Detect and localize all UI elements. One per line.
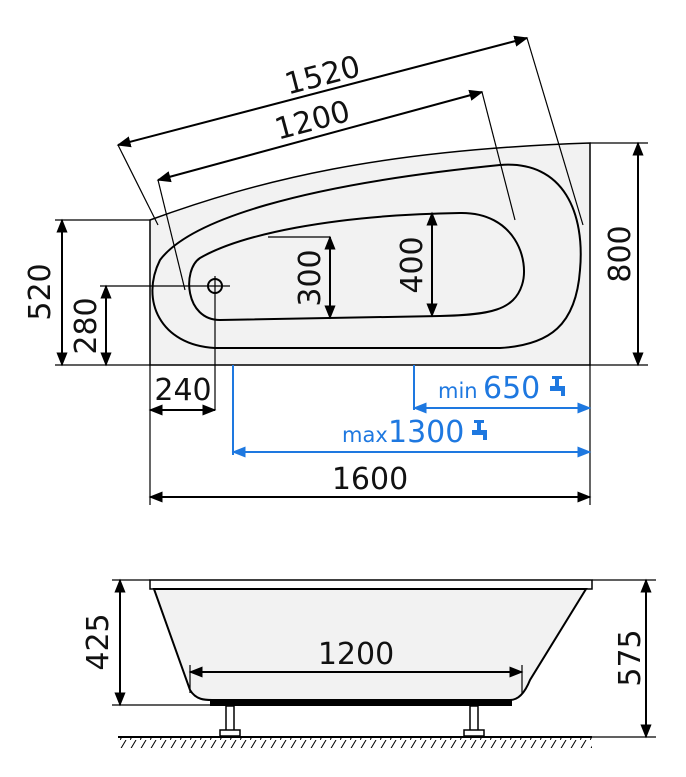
dim-side-inner-length: 1200 [318, 637, 394, 672]
dim-total-length: 1600 [332, 462, 408, 497]
dim-inner-depth-large: 400 [395, 236, 430, 293]
dim-min-value: 650 [483, 371, 540, 406]
dim-side-depth: 425 [81, 613, 116, 670]
dim-max-value: 1300 [388, 415, 464, 450]
dim-max-label: max [342, 423, 388, 447]
faucet-icon [472, 420, 487, 440]
dim-drain-offset-x: 240 [154, 373, 211, 408]
tub-rim-side [149, 579, 593, 590]
dim-height-left: 520 [23, 263, 58, 320]
top-view: 1520 1200 800 520 280 300 400 240 [23, 35, 648, 505]
dim-drain-offset-y: 280 [69, 297, 104, 354]
dim-min-label: min [438, 379, 478, 403]
dim-diagonal-outer: 1520 [281, 49, 364, 102]
side-view: 1200 425 575 [81, 578, 656, 748]
dim-inner-depth-small: 300 [293, 249, 328, 306]
dim-width-right: 800 [603, 225, 638, 282]
tub-outline [149, 142, 591, 366]
dim-side-total-height: 575 [613, 629, 648, 686]
faucet-icon [550, 376, 565, 396]
